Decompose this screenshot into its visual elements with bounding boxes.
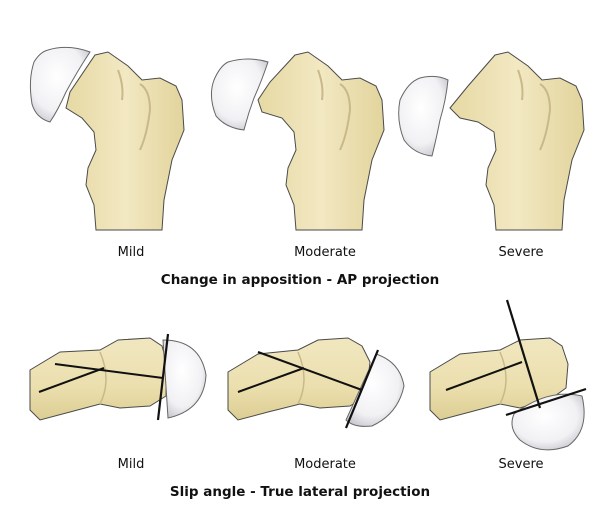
ap-label-mild: Mild (117, 245, 145, 260)
ap-epiphysis-severe (398, 75, 449, 157)
ap-femur-mild (29, 46, 185, 231)
lateral-femur-mild (29, 333, 207, 421)
lateral-epiphysis-mild (162, 339, 207, 419)
lateral-epiphysis-moderate (345, 353, 405, 427)
lateral-label-severe: Severe (498, 457, 544, 472)
lateral-femur-moderate (227, 337, 405, 429)
lateral-label-mild: Mild (117, 457, 145, 472)
ap-epiphysis-mild (29, 46, 91, 123)
lateral-femur-severe (429, 299, 587, 451)
ap-femur-severe (398, 51, 585, 231)
ap-epiphysis-moderate (210, 58, 269, 131)
lateral-label-moderate: Moderate (294, 457, 356, 472)
ap-label-moderate: Moderate (294, 245, 356, 260)
ap-caption: Change in apposition - AP projection (160, 272, 440, 288)
ap-femur-moderate (210, 51, 385, 231)
ap-label-severe: Severe (498, 245, 544, 260)
lateral-caption: Slip angle - True lateral projection (169, 484, 431, 500)
